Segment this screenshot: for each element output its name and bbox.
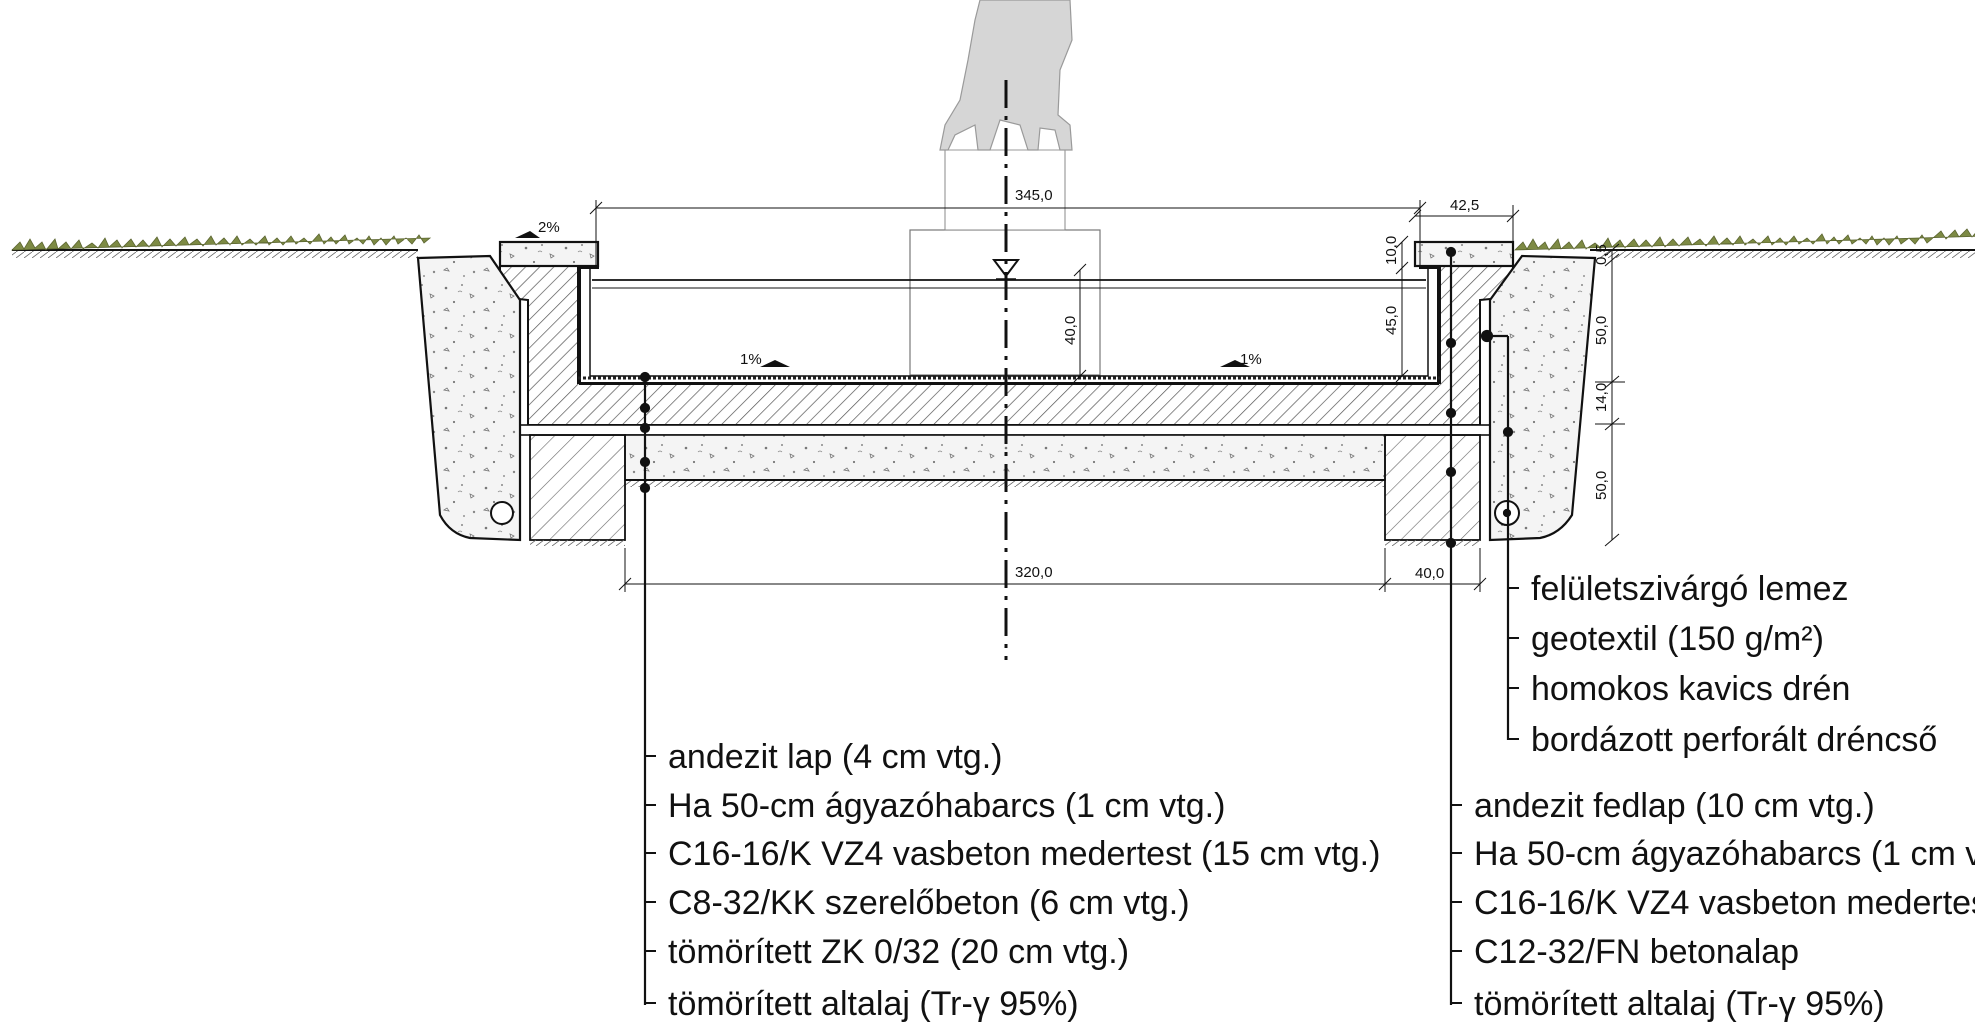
label-pool-2: C16-16/K VZ4 vasbeton medertest (15 cm v… (668, 835, 1380, 873)
label-wall-1: Ha 50-cm ágyazóhabarcs (1 cm vtg.) (1474, 835, 1975, 873)
person-figure-icon (909, 0, 1101, 376)
slope-left-text: 1% (740, 351, 762, 368)
pool-body (499, 265, 1514, 426)
grass-left (11, 233, 432, 251)
dim-coping-width: 42,5 (1450, 197, 1479, 214)
label-drain-2: homokos kavics drén (1531, 670, 1850, 708)
dim-inner-width: 345,0 (1015, 187, 1053, 204)
drain-trench-left (416, 254, 522, 542)
dim-wall-height: 45,0 (1383, 306, 1400, 335)
footing-right (1384, 434, 1481, 541)
coping-right (1413, 240, 1515, 268)
dim-footing-width: 40,0 (1415, 565, 1444, 582)
dim-drain-top: 50,0 (1593, 316, 1610, 345)
label-wall-0: andezit fedlap (10 cm vtg.) (1474, 787, 1875, 825)
drain-pipe-left-icon (490, 501, 514, 525)
dim-water-depth: 40,0 (1062, 316, 1079, 345)
label-pool-1: Ha 50-cm ágyazóhabarcs (1 cm vtg.) (668, 787, 1225, 825)
label-pool-4: tömörített ZK 0/32 (20 cm vtg.) (668, 933, 1129, 971)
ground-surface (11, 228, 1975, 258)
dim-drain-bottom: 50,0 (1593, 471, 1610, 500)
slope-arrow-left (760, 360, 790, 367)
label-pool-5: tömörített altalaj (Tr-γ 95%) (668, 985, 1079, 1023)
dim-base-thickness: 14,0 (1593, 383, 1610, 412)
drain-trench-right (1488, 254, 1597, 542)
slope-arrow-coping (515, 231, 540, 238)
lean-concrete (499, 424, 1501, 436)
slope-arrow-right (1220, 360, 1250, 367)
slope-right-text: 1% (1240, 351, 1262, 368)
label-drain-3: bordázott perforált dréncső (1531, 721, 1937, 759)
label-wall-3: C12-32/FN betonalap (1474, 933, 1799, 971)
label-drain-0: felületszivárgó lemez (1531, 570, 1848, 608)
grass-right (1514, 228, 1975, 251)
label-wall-2: C16-16/K VZ4 vasbeton medertest (15 cm v… (1474, 884, 1975, 922)
slope-coping-text: 2% (538, 219, 560, 236)
dim-tiny: 0,5 (1593, 244, 1610, 265)
coping-left (498, 240, 600, 268)
dim-coping-thickness: 10,0 (1383, 236, 1400, 265)
water-level-icon (992, 259, 1020, 278)
label-pool-0: andezit lap (4 cm vtg.) (668, 738, 1002, 776)
label-drain-1: geotextil (150 g/m²) (1531, 620, 1824, 658)
label-pool-3: C8-32/KK szerelőbeton (6 cm vtg.) (668, 884, 1190, 922)
label-wall-4: tömörített altalaj (Tr-γ 95%) (1474, 985, 1885, 1023)
dim-slab-width: 320,0 (1015, 564, 1053, 581)
footing-left (529, 434, 626, 541)
